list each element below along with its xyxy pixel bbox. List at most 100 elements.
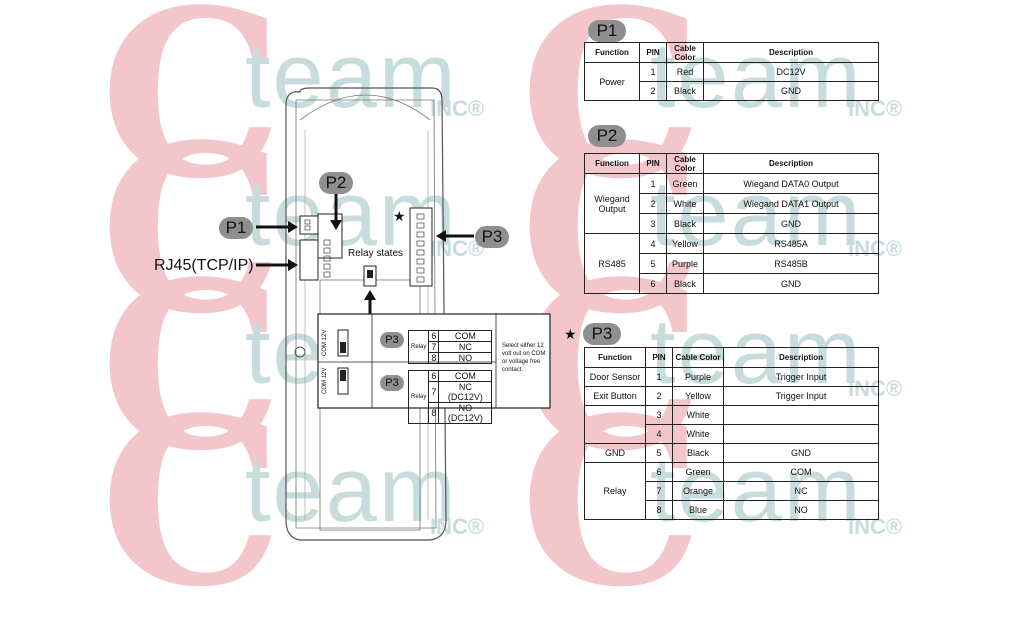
- p3-pin: [416, 213, 425, 220]
- star-icon: ★: [393, 208, 406, 224]
- inset-bottom-name: NC (DC12V): [438, 381, 493, 403]
- p2-color: Green: [666, 173, 704, 194]
- p2-group-rs485: RS485: [584, 233, 640, 294]
- p3-color: Black: [672, 443, 724, 463]
- p3-desc: GND: [723, 443, 879, 463]
- p2-group-wiegand: Wiegand Output: [584, 173, 640, 234]
- p2-arrowhead: [330, 220, 342, 230]
- p2-pin: 2: [639, 193, 667, 214]
- header-cable-color: Cable Color: [666, 42, 704, 63]
- p1-pin: [304, 225, 311, 231]
- p3-desc: Trigger Input: [723, 386, 879, 406]
- inset-bottom-table: Relay 6 COM 7 NC (DC12V) 8 NO (DC12V): [407, 370, 493, 424]
- p1-title: P1: [588, 20, 626, 42]
- p2-desc: RS485A: [703, 233, 879, 254]
- p3-pin: 1: [645, 367, 673, 387]
- inset-top-voltage: COM 12V: [322, 329, 328, 356]
- p3-color: White: [672, 405, 724, 425]
- p3-callout: P3: [475, 226, 509, 248]
- p3-table: Function PIN Cable Color Description Doo…: [584, 347, 879, 520]
- p2-table: Function PIN Cable Color Description Wie…: [584, 153, 879, 294]
- header-function: Function: [584, 347, 646, 368]
- watermark-word: team: [245, 439, 458, 541]
- rj45-pin: [323, 263, 331, 270]
- header-description: Description: [723, 347, 879, 368]
- device-screw: [294, 346, 306, 358]
- p3-pin: [416, 267, 425, 274]
- header-description: Description: [703, 153, 879, 174]
- header-pin: PIN: [639, 153, 667, 174]
- device-housing: [285, 87, 447, 541]
- p3-connector: [409, 207, 433, 287]
- inset-top-pin: 7: [428, 341, 440, 353]
- p2-pin: 4: [639, 233, 667, 254]
- p1-connector: [299, 215, 321, 235]
- device-top-arc: [299, 94, 431, 121]
- p3-pin: [416, 231, 425, 238]
- p3-color: Orange: [672, 481, 724, 501]
- rj45-label: RJ45(TCP/IP): [154, 257, 254, 274]
- p3-pin: [416, 249, 425, 256]
- rj45-connector: [299, 239, 319, 281]
- p3-pin: 2: [645, 386, 673, 406]
- watermark-logo-letter: C: [100, 0, 284, 230]
- p2-color: White: [666, 193, 704, 214]
- watermark-logo-letter: C: [100, 232, 284, 502]
- p3-arrowhead: [436, 230, 446, 242]
- header-pin: PIN: [645, 347, 673, 368]
- header-function: Function: [584, 153, 640, 174]
- inset-top-pin: 8: [428, 352, 440, 364]
- rj45-arrowhead: [288, 259, 298, 271]
- inset-top-relay: Relay: [407, 330, 430, 364]
- relay-states-label: Relay states: [348, 248, 404, 259]
- relay-jumper-cap: [367, 270, 373, 278]
- p2-desc: RS485B: [703, 253, 879, 274]
- p3-function: Exit Button: [584, 386, 646, 406]
- inset-bottom-pin: 6: [428, 370, 440, 382]
- p2-desc: GND: [703, 273, 879, 294]
- p1-desc: GND: [703, 81, 879, 101]
- p3-desc: COM: [723, 462, 879, 482]
- p2-desc: Wiegand DATA1 Output: [703, 193, 879, 214]
- inset-bottom-voltage: COM 12V: [322, 367, 328, 394]
- inset-jumper-top-cap: [340, 342, 346, 353]
- watermark-suffix: INC®: [430, 514, 485, 539]
- inset-bottom-name: COM: [438, 370, 493, 382]
- p3-pin: 4: [645, 424, 673, 444]
- header-pin: PIN: [639, 42, 667, 63]
- inset-jumper-bottom-cap: [340, 370, 346, 381]
- inset-top-tag: P3: [380, 332, 404, 348]
- p2-desc: GND: [703, 213, 879, 234]
- p3-function-empty: [584, 405, 646, 444]
- watermark-word: team: [245, 25, 458, 127]
- p2-color: Yellow: [666, 233, 704, 254]
- p3-star-icon: ★: [564, 326, 577, 342]
- p2-title: P2: [588, 125, 626, 147]
- inset-bottom-pin: 7: [428, 381, 440, 403]
- p3-desc: NO: [723, 500, 879, 520]
- rj45-pin: [323, 271, 331, 278]
- rj45-pin: [323, 247, 331, 254]
- p3-pin: 5: [645, 443, 673, 463]
- p1-pin: 2: [639, 81, 667, 101]
- inset-bottom-relay: Relay: [407, 370, 430, 424]
- header-description: Description: [703, 42, 879, 63]
- header-cable-color: Cable Color: [666, 153, 704, 174]
- rj45-pin: [323, 255, 331, 262]
- inset-bottom-tag: P3: [380, 375, 404, 391]
- inset-top-name: NO: [438, 352, 493, 364]
- p1-arrowhead: [288, 221, 298, 233]
- p1-color: Red: [666, 62, 704, 82]
- p3-desc: Trigger Input: [723, 367, 879, 387]
- inset-top-pin: 6: [428, 330, 440, 342]
- p2-pin: 3: [639, 213, 667, 234]
- p2-color: Black: [666, 213, 704, 234]
- p2-pin: 6: [639, 273, 667, 294]
- p3-color: White: [672, 424, 724, 444]
- p3-desc: NC: [723, 481, 879, 501]
- watermark-suffix: INC®: [430, 96, 485, 121]
- p3-pin: [416, 258, 425, 265]
- p3-desc: [723, 424, 879, 444]
- header-function: Function: [584, 42, 640, 63]
- header-cable-color: Cable Color: [672, 347, 724, 368]
